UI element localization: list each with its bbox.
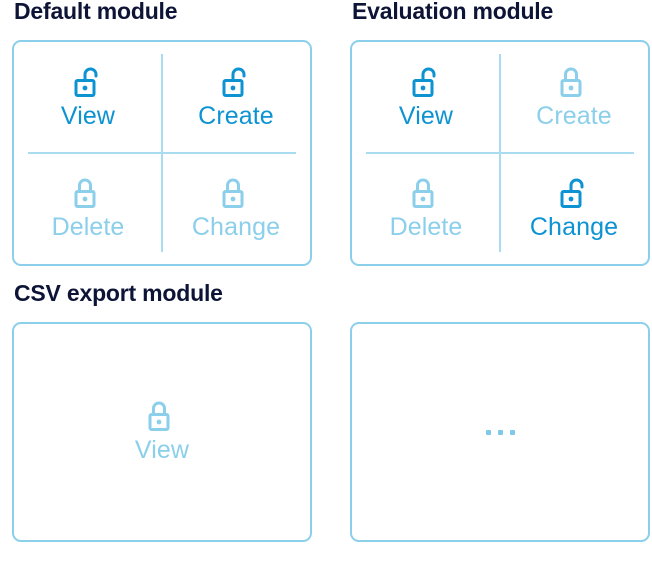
- permission-cell-create[interactable]: Create: [500, 42, 648, 153]
- ellipsis-dot: [485, 429, 491, 435]
- lock-icon: [560, 67, 582, 97]
- module-title-evaluation: Evaluation module: [352, 0, 554, 24]
- unlock-icon: [560, 178, 584, 208]
- permission-label-view: View: [60, 101, 116, 130]
- unlock-icon: [222, 67, 246, 97]
- lock-icon: [74, 178, 96, 208]
- modules-grid: Default module View: [12, 0, 650, 542]
- permission-label-delete: Delete: [51, 212, 125, 241]
- permission-label-create: Create: [198, 101, 274, 130]
- permission-label-change: Change: [191, 212, 281, 241]
- permission-label-change: Change: [529, 212, 619, 241]
- ellipsis-dot: [509, 429, 515, 435]
- permission-card-csv-export: View: [12, 322, 312, 542]
- module-csv-export: CSV export module View: [12, 282, 312, 542]
- unlock-icon: [412, 67, 436, 97]
- permission-label-view: View: [398, 101, 454, 130]
- lock-icon: [148, 401, 170, 432]
- lock-icon: [222, 178, 244, 208]
- permission-label-view: View: [134, 436, 190, 465]
- permission-single-slot: View: [14, 324, 310, 540]
- permission-quadrants-evaluation: View Create: [352, 42, 648, 264]
- permission-card-evaluation: View Create: [350, 40, 650, 266]
- permission-label-create: Create: [536, 101, 612, 130]
- permission-card-default: View Create: [12, 40, 312, 266]
- ellipsis-placeholder: [352, 324, 648, 540]
- permission-quadrants-default: View Create: [14, 42, 310, 264]
- module-evaluation: Evaluation module View: [350, 0, 650, 266]
- module-title-csv-export: CSV export module: [14, 280, 223, 306]
- permission-cell-change[interactable]: Change: [500, 153, 648, 264]
- permission-cell-view[interactable]: View: [352, 42, 500, 153]
- permission-cell-delete[interactable]: Delete: [352, 153, 500, 264]
- permission-cell-change[interactable]: Change: [162, 153, 310, 264]
- module-placeholder: [350, 282, 650, 542]
- permission-cell-view[interactable]: View: [14, 42, 162, 153]
- permission-cell-create[interactable]: Create: [162, 42, 310, 153]
- module-default: Default module View: [12, 0, 312, 266]
- permission-cell-view[interactable]: View: [134, 400, 190, 465]
- permission-cell-delete[interactable]: Delete: [14, 153, 162, 264]
- ellipsis-dot: [497, 429, 503, 435]
- module-title-default: Default module: [14, 0, 178, 24]
- permission-card-placeholder: [350, 322, 650, 542]
- unlock-icon: [74, 67, 98, 97]
- permission-label-delete: Delete: [389, 212, 463, 241]
- lock-icon: [412, 178, 434, 208]
